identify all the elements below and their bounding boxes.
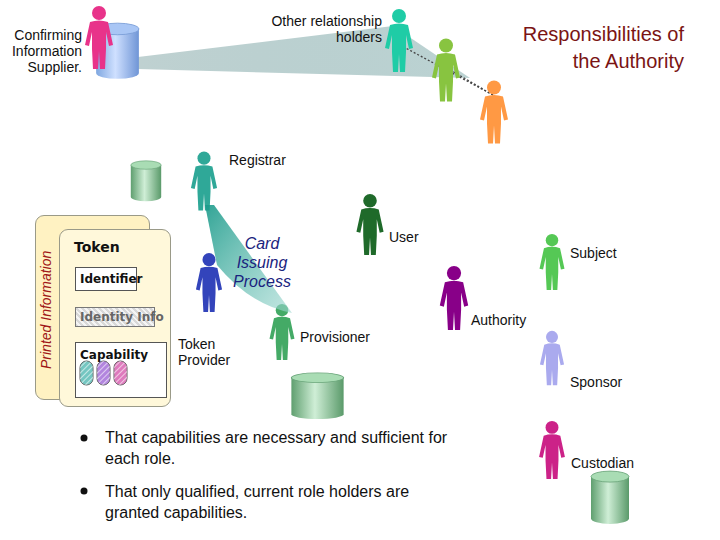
role-label: Confirming Information Supplier. [0,27,82,75]
bullet-dot [81,435,88,442]
token-card: TokenIdentifierIdentity InfoCapability [59,229,171,407]
person-figure [85,6,113,69]
process-label: Card Issuing Process [221,234,303,291]
role-label: Registrar [229,152,286,168]
pill-hatch [80,361,93,385]
person-figure [540,234,565,290]
role-label: User [389,229,419,245]
person-figure [432,39,460,102]
role-label: Sponsor [570,374,622,390]
flow-band: Card Issuing Process [195,205,320,320]
field-label: Capability [80,348,148,363]
person-figure [440,266,468,330]
card-heading: Token [74,239,120,256]
role-label: Subject [570,245,617,261]
bullet-text: That only qualified, current role holder… [105,481,461,523]
bullet-dot [81,488,88,495]
capability-pill [97,361,110,385]
role-label: Token Provider [178,336,248,368]
relationship-band [138,26,470,78]
field-box: Identity Info [75,307,155,327]
person-figure [191,152,217,211]
person-figure [356,194,383,255]
person-figure [540,331,564,385]
capability-pill [114,361,127,385]
card-caption: Printed Information [38,230,55,390]
pill-hatch [97,361,110,385]
field-label: Identity Info [80,310,164,325]
person-figure [539,421,565,479]
field-box: Identifier [75,267,137,291]
role-label: Authority [471,312,526,328]
role-label: Other relationship holders [257,13,382,45]
database-cylinder [131,161,161,201]
diagram-title: Responsibilities of the Authority [522,21,684,75]
bullet-text: That capabilities are necessary and suff… [105,427,461,469]
person-figure [480,81,508,144]
field-box: Capability [75,342,167,398]
role-label: Custodian [571,455,634,471]
database-cylinder [591,471,629,524]
database-cylinder [291,373,343,419]
role-label: Provisioner [300,329,370,345]
capability-pill [80,361,93,385]
card-back: Printed Information TokenIdentifierIdenti… [35,215,150,400]
person-figure [385,9,413,72]
pill-hatch [114,361,127,385]
field-label: Identifier [80,272,143,287]
relationship-line [447,68,493,95]
